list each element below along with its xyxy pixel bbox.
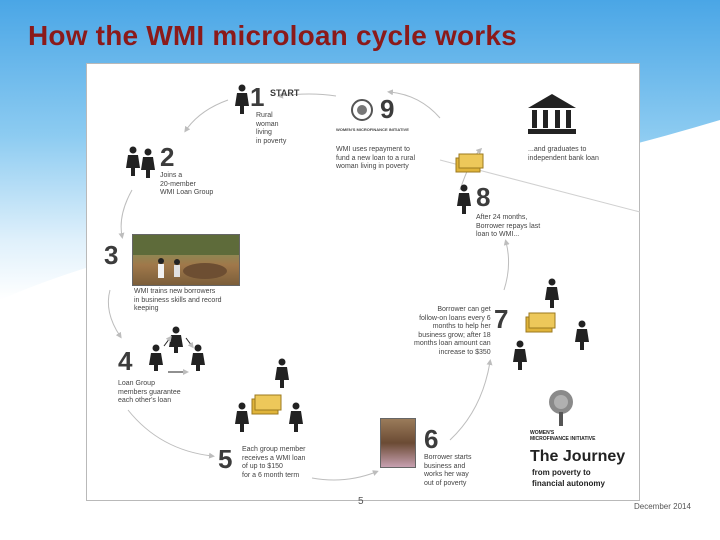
borrower-photo [380,418,416,468]
step-3-caption: WMI trains new borrowers in business ski… [134,288,222,312]
step-6-number: 6 [424,424,439,454]
step-1-number: 1 [250,82,265,112]
bank-icon [528,94,576,134]
step-7-number: 7 [494,304,509,334]
step-9-caption: WMI uses repayment to fund a new loan to… [336,146,415,170]
woman-icon [545,278,559,308]
journey-subtitle-line2: financial autonomy [532,479,605,488]
woman-icon [275,358,289,388]
step-1-caption: Rural woman living in poverty [256,112,287,145]
woman-icon [289,402,303,432]
woman-icon [235,402,249,432]
woman-icon [235,84,249,114]
step-2-caption: Joins a 20-member WMI Loan Group [160,172,214,196]
step-3-number: 3 [104,240,119,270]
brand-org-line1: WOMEN'S [530,430,555,436]
journey-title: The Journey [530,448,626,465]
brand-org-line2: MICROFINANCE INITIATIVE [530,436,596,442]
training-photo [132,234,240,286]
slide-title: How the WMI microloan cycle works [28,20,517,51]
journey-subtitle-line1: from poverty to [532,468,591,477]
step-2-number: 2 [160,142,175,172]
step-6-caption: Borrower starts business and works her w… [424,454,472,487]
step-8-caption: After 24 months, Borrower repays last lo… [476,214,541,238]
page-number: 5 [358,496,364,507]
mutual-guarantee-icon [149,326,205,375]
group-of-women-icon [126,146,155,178]
start-label: START [270,88,300,98]
wmi-small-logo-text: WOMEN'S MICROFINANCE INITIATIVE [336,127,409,132]
step-8-number: 8 [476,182,491,212]
step-4-caption: Loan Group members guarantee each other'… [118,380,181,404]
step-5-caption: Each group member receives a WMI loan of… [242,446,306,479]
woman-icon [513,340,527,370]
step-5-number: 5 [218,444,233,474]
step-9-number: 9 [380,94,395,124]
step-7-caption: Borrower can get follow-on loans every 6… [414,306,491,356]
woman-icon [457,184,471,214]
wmi-tree-logo-icon [351,99,373,121]
money-bills-icon [455,153,484,173]
slide-date: December 2014 [634,502,691,511]
bank-loan-caption: ...and graduates to independent bank loa… [528,146,599,162]
step-4-number: 4 [118,346,133,376]
wmi-tree-logo-icon [549,390,573,426]
woman-icon [575,320,589,350]
money-bills-icon [251,394,282,415]
money-bills-icon [525,312,556,333]
